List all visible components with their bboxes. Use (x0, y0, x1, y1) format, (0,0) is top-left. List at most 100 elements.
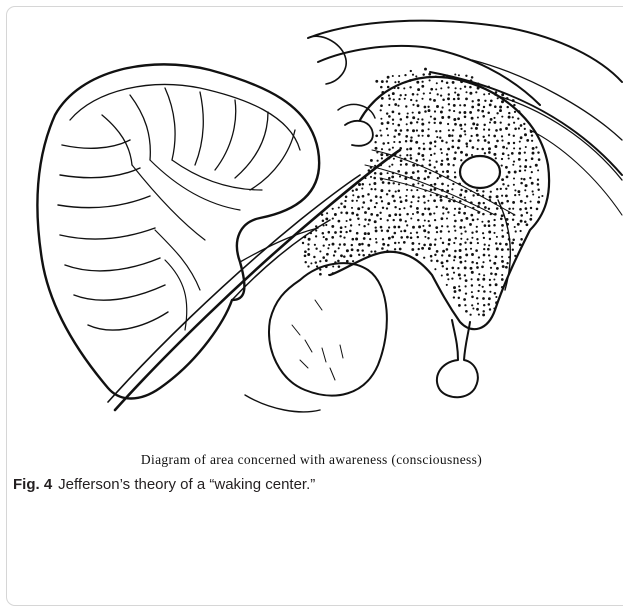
stipple-dot (447, 123, 449, 125)
stipple-dot (424, 189, 426, 191)
stipple-dot (490, 191, 492, 193)
stipple-dot (477, 82, 479, 84)
stipple-dot (380, 178, 383, 181)
stipple-dot (332, 266, 334, 268)
stipple-dot (476, 123, 479, 126)
stipple-dot (501, 158, 503, 160)
stipple-dot (381, 122, 384, 125)
stipple-dot (455, 87, 457, 89)
stipple-dot (483, 274, 485, 276)
stipple-dot (488, 297, 491, 300)
stipple-dot (482, 213, 485, 216)
stipple-dot (439, 121, 442, 124)
stipple-dot (475, 127, 478, 130)
stipple-dot (393, 99, 395, 101)
stipple-dot (319, 260, 321, 262)
stipple-dot (328, 244, 330, 246)
stipple-dot (505, 166, 508, 169)
stipple-dot (512, 99, 515, 102)
stipple-dot (307, 253, 310, 256)
stipple-dot (422, 135, 424, 137)
stipple-dot (370, 188, 372, 190)
stipple-dot (524, 165, 527, 168)
drawing-caption: Diagram of area concerned with awareness… (0, 452, 623, 468)
stipple-dot (417, 118, 419, 120)
stipple-dot (367, 244, 370, 247)
stipple-dot (393, 219, 395, 221)
stipple-dot (459, 243, 462, 246)
stipple-dot (460, 238, 462, 240)
stipple-dot (356, 232, 359, 235)
stipple-dot (525, 184, 528, 187)
stipple-dot (502, 146, 505, 149)
stipple-dot (446, 284, 448, 286)
stipple-dot (464, 274, 466, 276)
stipple-dot (416, 129, 418, 131)
stipple-dot (380, 172, 383, 175)
stipple-dot (410, 176, 413, 179)
stipple-dot (441, 140, 444, 143)
stipple-dot (476, 238, 478, 240)
stipple-dot (452, 81, 455, 84)
stipple-dot (387, 142, 389, 144)
stipple-dot (478, 273, 480, 275)
stipple-dot (437, 177, 439, 179)
stipple-dot (513, 214, 515, 216)
stipple-dot (423, 201, 425, 203)
stipple-dot (454, 208, 456, 210)
stipple-dot (424, 106, 427, 109)
stipple-dot (482, 261, 484, 263)
stipple-dot (502, 265, 505, 268)
stipple-dot (427, 237, 429, 239)
stipple-dot (386, 128, 388, 130)
stipple-dot (375, 202, 377, 204)
stipple-dot (387, 76, 390, 79)
stipple-dot (446, 74, 448, 76)
stipple-dot (537, 151, 539, 153)
stipple-dot (430, 154, 432, 156)
stipple-dot (489, 284, 492, 287)
stipple-dot (421, 154, 424, 157)
stipple-dot (343, 205, 346, 208)
stipple-dot (478, 256, 480, 258)
stipple-dot (400, 164, 402, 166)
stipple-dot (319, 250, 321, 252)
stipple-dot (356, 214, 359, 217)
stipple-dot (334, 213, 337, 216)
stipple-dot (433, 118, 436, 121)
stipple-dot (351, 207, 353, 209)
stipple-dot (403, 87, 405, 89)
stipple-dot (361, 187, 363, 189)
stipple-dot (476, 189, 479, 192)
stipple-dot (453, 157, 456, 160)
stipple-dot (470, 201, 473, 204)
stipple-dot (400, 118, 403, 121)
stipple-dot (454, 73, 456, 75)
stipple-dot (310, 232, 312, 234)
stipple-dot (447, 278, 449, 280)
stipple-dot (392, 119, 394, 121)
stipple-dot (322, 256, 325, 259)
stipple-dot (518, 158, 521, 161)
stipple-dot (470, 190, 472, 192)
stipple-dot (446, 268, 448, 270)
stipple-dot (400, 129, 403, 132)
stipple-dot (441, 254, 443, 256)
stipple-dot (412, 74, 414, 76)
stipple-dot (428, 73, 431, 76)
stipple-dot (518, 194, 520, 196)
stipple-dot (520, 214, 523, 217)
stipple-dot (422, 73, 424, 75)
stipple-dot (459, 277, 461, 279)
stipple-dot (513, 177, 515, 179)
stipple-dot (319, 268, 321, 270)
stipple-dot (512, 116, 514, 118)
stipple-dot (398, 133, 401, 136)
stipple-dot (423, 195, 426, 198)
stipple-dot (392, 195, 395, 198)
stipple-dot (352, 260, 354, 262)
stipple-dot (430, 260, 432, 262)
stipple-dot (397, 170, 400, 173)
stipple-dot (410, 205, 413, 208)
stipple-dot (404, 158, 407, 161)
